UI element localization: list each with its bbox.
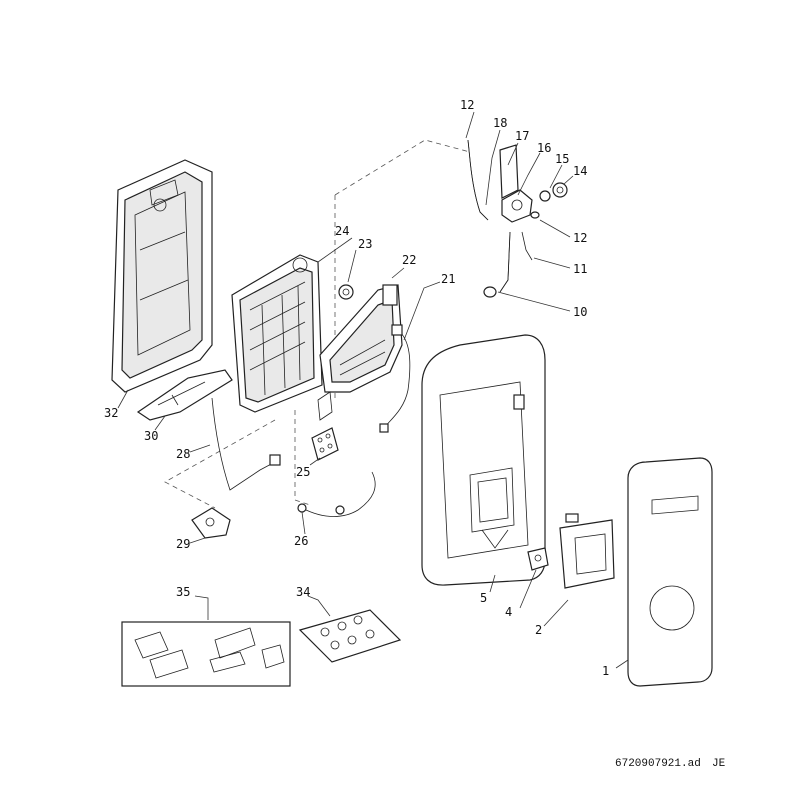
drawing-suffix: JE <box>712 758 726 770</box>
callout-17: 17 <box>515 129 529 143</box>
part-18-pipe <box>467 139 489 221</box>
part-35-fitting-kit <box>121 621 291 687</box>
part-25-terminal-block <box>311 427 339 461</box>
part-16-valve <box>501 189 533 223</box>
callout-32: 32 <box>104 406 118 420</box>
callout-4: 4 <box>505 605 512 619</box>
drawing-number: 6720907921.ad <box>615 758 701 770</box>
callout-34: 34 <box>296 585 310 599</box>
callout-5: 5 <box>480 591 487 605</box>
leader-lines <box>117 111 629 669</box>
callout-1: 1 <box>602 664 609 678</box>
callout-11: 11 <box>573 262 587 276</box>
callout-18: 18 <box>493 116 507 130</box>
part-10-pipe <box>483 231 511 298</box>
callout-12-top: 12 <box>460 98 474 112</box>
callout-labels: 12 18 17 16 15 14 12 11 10 21 22 23 24 2… <box>104 98 609 678</box>
part-11-sensor <box>521 231 533 261</box>
callout-28: 28 <box>176 447 190 461</box>
part-30-bracket <box>136 369 233 421</box>
part-17-bracket <box>499 144 519 199</box>
part-23-fitting <box>338 284 354 300</box>
part-28-sensor-lead <box>211 397 281 491</box>
callout-14: 14 <box>573 164 587 178</box>
part-14-15-nut-set <box>539 182 568 202</box>
part-21-cable <box>379 324 411 433</box>
callout-12-bottom: 12 <box>573 231 587 245</box>
part-2-control-module <box>559 513 615 589</box>
part-34-seal-kit <box>298 609 402 663</box>
part-12-seal <box>530 211 540 219</box>
part-29-clip <box>191 507 231 539</box>
callout-23: 23 <box>358 237 372 251</box>
callout-10: 10 <box>573 305 587 319</box>
callout-26: 26 <box>294 534 308 548</box>
callout-35: 35 <box>176 585 190 599</box>
callout-2: 2 <box>535 623 542 637</box>
part-22-heating-block <box>317 284 403 421</box>
part-4-fitting <box>527 547 549 571</box>
assembly-guide-lines <box>164 139 471 509</box>
part-5-front-cover <box>421 334 546 586</box>
callout-25: 25 <box>296 465 310 479</box>
part-1-front-panel <box>627 457 713 687</box>
callout-30: 30 <box>144 429 158 443</box>
part-26-sensor-cable <box>297 471 376 517</box>
part-32-mounting-frame <box>111 159 213 393</box>
callout-24: 24 <box>335 224 349 238</box>
callout-15: 15 <box>555 152 569 166</box>
callout-29: 29 <box>176 537 190 551</box>
callout-16: 16 <box>537 141 551 155</box>
callout-22: 22 <box>402 253 416 267</box>
callout-21: 21 <box>441 272 455 286</box>
part-24-chassis <box>231 254 323 413</box>
